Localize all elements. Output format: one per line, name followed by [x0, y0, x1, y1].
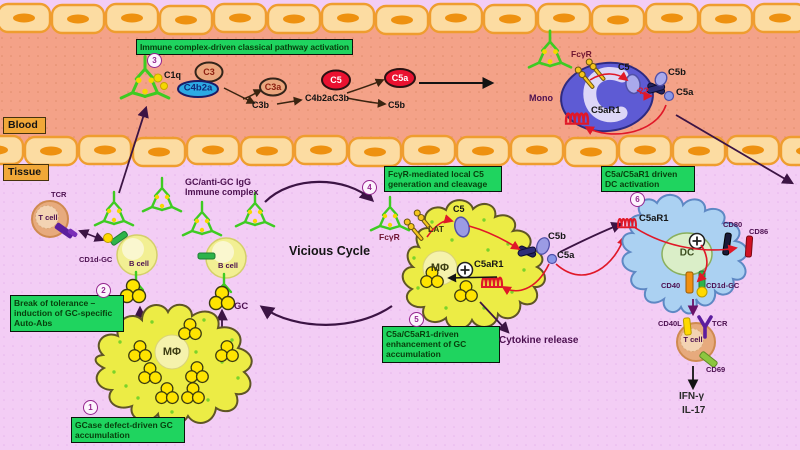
b-cell-right-label: B cell — [217, 260, 239, 270]
t-cell-right-label: T cell — [683, 334, 703, 344]
fcgr-mono-label: FcγR — [571, 49, 592, 59]
tcr-receptor-left — [54, 222, 78, 239]
c4b2a-molecule — [177, 80, 219, 98]
c5a-macrophage-label: C5a — [557, 250, 575, 261]
tcr-receptor-right — [697, 315, 713, 339]
c5-mono-label: C5 — [618, 62, 630, 72]
cd69-label: CD69 — [706, 365, 726, 374]
step6-number: 6 — [630, 192, 645, 207]
blood-region-label: Blood — [3, 117, 46, 134]
gc-lipid — [696, 286, 708, 298]
c5b-mono-label: C5b — [668, 67, 686, 78]
c1q-label: C1q — [164, 70, 182, 80]
c5a-to-dc-arrow — [559, 222, 624, 253]
unknown-receptor-label: ?? — [638, 86, 649, 96]
tcr-left-label: TCR — [51, 190, 67, 199]
c4b2ac3b-label: C4b2aC3b — [305, 93, 350, 103]
macrophage1-label: MΦ — [162, 345, 182, 358]
c5a-mono-label: C5a — [676, 87, 694, 98]
b-cell-left — [103, 230, 158, 292]
plus-icon — [456, 261, 474, 279]
vessel-wall-top — [0, 2, 800, 36]
tissue-region-label: Tissue — [3, 164, 50, 181]
t-cell-left — [31, 200, 78, 239]
step3-number: 3 — [147, 53, 162, 68]
fcgr-macrophage-label: FcγR — [379, 232, 400, 242]
gc-label: GC — [234, 301, 249, 312]
macrophage2-label: MΦ — [430, 261, 450, 274]
c5-molecule — [321, 69, 351, 91]
mono-migration-arrow — [675, 114, 795, 185]
c5-macrophage-label: C5 — [453, 204, 465, 214]
step1-number: 1 — [83, 400, 98, 415]
c5a-molecule — [384, 68, 416, 88]
c3b-label: C3b — [252, 100, 270, 110]
macrophage-central — [368, 197, 627, 330]
il-17-label: IL-17 — [682, 405, 706, 416]
dc-label: DC — [679, 247, 695, 259]
vicious-cycle-label: Vicious Cycle — [289, 244, 371, 258]
cd86-label: CD86 — [749, 227, 769, 236]
monocyte — [526, 31, 675, 136]
step2-box: Break of tolerance – induction of GC-spe… — [10, 295, 124, 332]
cd40l-molecule — [682, 317, 692, 336]
cd69-molecule — [699, 351, 718, 368]
c5b-macrophage-label: C5b — [548, 231, 566, 242]
immune-complex-label: GC/anti-GC IgG Immune complex — [185, 177, 259, 198]
c5ar1-macrophage-label: C5aR1 — [474, 259, 504, 270]
step4-box: FcγR-mediated local C5 generation and cl… — [384, 166, 502, 193]
tcr-right-label: TCR — [712, 319, 728, 328]
cd1d-gc-label: CD1d-GC — [79, 255, 113, 264]
c5-label: C5 — [330, 74, 342, 85]
c5ar1-dc-label: C5aR1 — [639, 213, 669, 224]
c4b2a-label: C4b2a — [183, 82, 213, 94]
c3-label: C3 — [203, 66, 215, 77]
cd1d-gc-dc-label: CD1d-GC — [706, 281, 740, 290]
dendritic-cell — [616, 194, 754, 315]
mono-label: Mono — [529, 93, 553, 103]
tissue-to-blood-arrow — [118, 105, 149, 194]
step6-box: C5a/C5aR1 driven DC activation — [601, 166, 695, 193]
c5ar1-mono-label: C5aR1 — [591, 105, 621, 116]
b-cell-right — [197, 237, 247, 294]
b-cell-left-label: B cell — [128, 258, 150, 268]
cd40l-label: CD40L — [658, 319, 682, 328]
cd1d-gc-molecule — [197, 252, 216, 260]
c5b-label: C5b — [388, 100, 406, 110]
cytokine-release-label: Cytokine release — [499, 335, 579, 346]
complement-arrows — [223, 78, 387, 108]
cd40-label: CD40 — [661, 281, 681, 290]
c3a-label: C3a — [264, 81, 282, 92]
immune-complex-c1q — [117, 57, 172, 106]
step4-number: 4 — [362, 180, 377, 195]
cd80-label: CD80 — [723, 220, 743, 229]
cytokine-arrow — [479, 301, 510, 334]
t-cell-left-label: T cell — [38, 212, 58, 222]
c5a-label: C5a — [391, 72, 409, 83]
ifn-gamma-label: IFN-γ — [679, 391, 704, 402]
t-cell-right — [676, 315, 718, 368]
vicious-cycle-arrows — [259, 180, 393, 326]
cd1d-gc-molecule — [110, 230, 128, 246]
lat-label: LAT — [428, 224, 444, 234]
macrophage-gc-laden — [94, 303, 253, 427]
plus-icon — [688, 232, 706, 250]
c3a-molecule — [259, 77, 287, 97]
step3-box: Immune complex-driven classical pathway … — [136, 39, 353, 56]
tcr-cd1d-double-arrow — [78, 229, 105, 242]
step5-box: C5a/C5aR1-driven enhancement of GC accum… — [382, 326, 500, 363]
cd86-molecule — [744, 235, 754, 258]
step1-box: GCase defect-driven GC accumulation — [71, 417, 185, 444]
cd40-molecule — [685, 271, 694, 294]
step2-number: 2 — [96, 283, 111, 298]
gc-lipid — [103, 233, 113, 243]
step5-number: 5 — [409, 312, 424, 327]
